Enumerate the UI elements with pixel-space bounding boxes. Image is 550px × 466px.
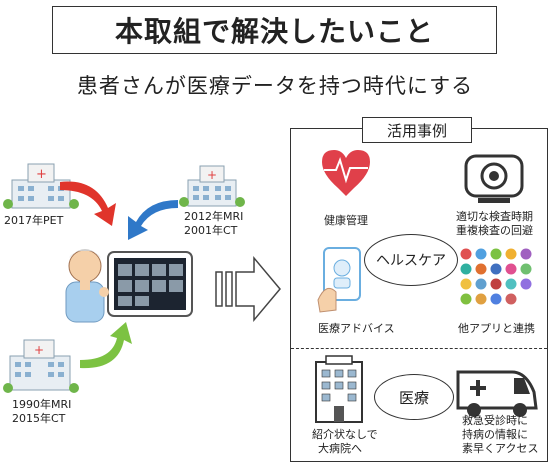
checkup-timing-label: 適切な検査時期 — [456, 210, 533, 223]
blue-arrow — [128, 200, 178, 240]
emergency-label-2: 持病の情報に — [462, 428, 528, 441]
app-integration-label: 他アプリと連携 — [458, 322, 535, 335]
ambulance-icon — [456, 370, 538, 417]
page-title: 本取組で解決したいこと — [52, 6, 497, 54]
referral-label-1: 紹介状なしで — [312, 428, 378, 441]
hospital-icon-top-left: + — [3, 163, 79, 209]
emergency-label-1: 救急受診時に — [462, 414, 528, 427]
page-subtitle: 患者さんが医療データを持つ時代にする — [76, 74, 474, 98]
heart-icon — [322, 150, 370, 196]
health-management-label: 健康管理 — [324, 214, 368, 227]
hospital-label-2012: 2012年MRI — [184, 210, 244, 223]
hospital-label-2015: 2015年CT — [12, 412, 66, 425]
use-cases-tab: 活用事例 — [362, 117, 472, 143]
red-arrow — [60, 181, 116, 226]
healthcare-oval: ヘルスケア — [364, 234, 458, 286]
svg-text:+: + — [34, 343, 44, 357]
hospital-icon-top-right: + — [179, 165, 245, 207]
svg-text:+: + — [36, 167, 47, 182]
outline-arrow — [215, 255, 281, 323]
hospital-label-2001: 2001年CT — [184, 224, 238, 237]
svg-text:+: + — [207, 168, 217, 182]
referral-label-2: 大病院へ — [318, 442, 362, 455]
hospital-label-1990: 1990年MRI — [12, 398, 72, 411]
large-hospital-icon — [315, 355, 363, 423]
medical-advice-label: 医療アドバイス — [318, 322, 395, 335]
app-grid-icon — [460, 248, 532, 305]
patient-illustration — [65, 249, 105, 323]
tablet-icon — [99, 251, 193, 317]
emergency-label-3: 素早くアクセス — [462, 442, 539, 455]
phone-advice-icon — [317, 247, 361, 313]
hospital-icon-bottom: + — [3, 339, 79, 393]
medical-oval: 医療 — [374, 374, 454, 420]
mri-scanner-icon — [464, 154, 524, 203]
duplicate-test-label: 重複検査の回避 — [456, 224, 533, 237]
panel-divider — [291, 348, 547, 349]
hospital-label-2017: 2017年PET — [4, 214, 64, 227]
green-arrow — [80, 322, 132, 369]
